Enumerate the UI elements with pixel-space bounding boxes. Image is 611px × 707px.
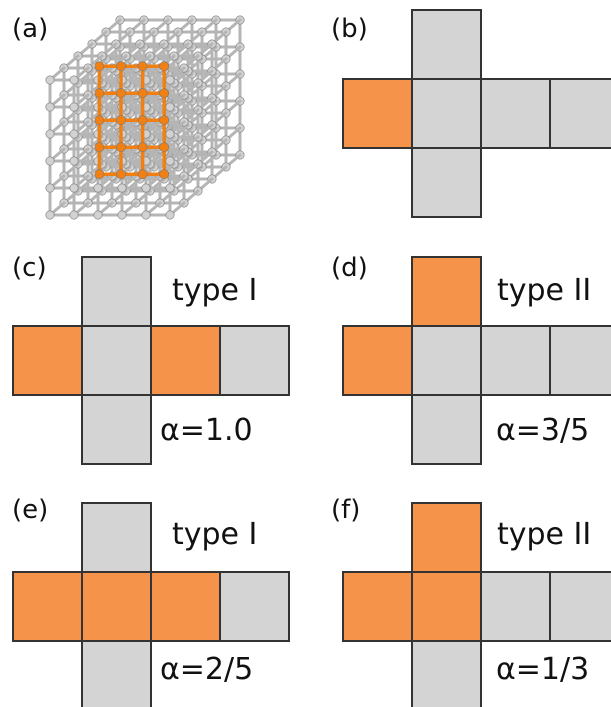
net-square-plain [549, 571, 611, 642]
panel-label-b: (b) [331, 14, 368, 44]
net-square-plain [480, 571, 551, 642]
net-square-orange [342, 78, 413, 149]
type-label-f: type II [497, 517, 592, 552]
net-square-plain [549, 78, 611, 149]
net-square-orange [411, 256, 482, 327]
alpha-label-c: α=1.0 [160, 413, 253, 448]
net-square-plain [81, 325, 152, 396]
net-square-orange [411, 571, 482, 642]
net-square-plain [81, 256, 152, 327]
panel-label-c: (c) [12, 253, 47, 283]
panel-label-a: (a) [12, 14, 49, 44]
net-square-plain [81, 502, 152, 573]
net-square-plain [411, 9, 482, 80]
net-square-plain [411, 394, 482, 465]
net-square-orange [150, 571, 221, 642]
alpha-label-f: α=1/3 [496, 652, 590, 687]
net-square-orange [342, 325, 413, 396]
type-label-e: type I [172, 517, 258, 552]
net-square-plain [81, 394, 152, 465]
net-square-orange [150, 325, 221, 396]
net-square-plain [219, 571, 290, 642]
net-square-plain [219, 325, 290, 396]
net-square-orange [411, 502, 482, 573]
net-square-orange [12, 571, 83, 642]
type-label-c: type I [172, 273, 258, 308]
net-square-plain [81, 640, 152, 707]
panel-label-f: (f) [331, 495, 361, 525]
net-square-plain [411, 325, 482, 396]
panel-label-e: (e) [12, 495, 49, 525]
net-square-plain [549, 325, 611, 396]
net-square-orange [81, 571, 152, 642]
net-square-plain [480, 325, 551, 396]
net-square-plain [411, 78, 482, 149]
net-square-plain [480, 78, 551, 149]
net-square-plain [411, 640, 482, 707]
panel-label-d: (d) [331, 253, 368, 283]
net-square-orange [342, 571, 413, 642]
net-square-orange [12, 325, 83, 396]
alpha-label-e: α=2/5 [160, 652, 254, 687]
net-square-plain [411, 147, 482, 218]
type-label-d: type II [497, 273, 592, 308]
lattice-cube-illustration [45, 15, 245, 220]
alpha-label-d: α=3/5 [496, 413, 590, 448]
